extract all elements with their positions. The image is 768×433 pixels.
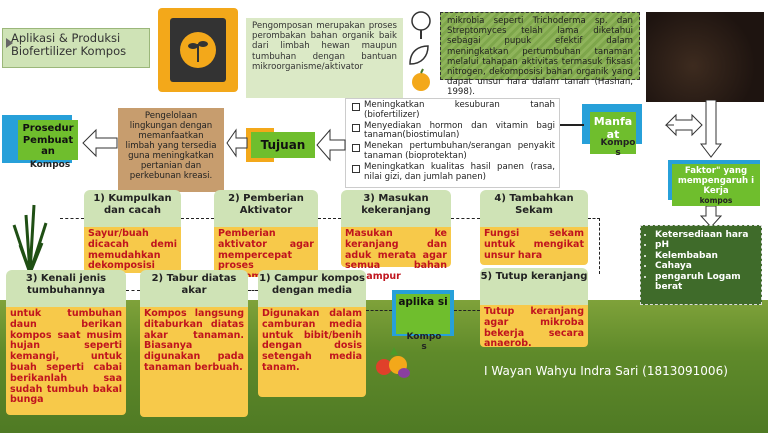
leaf-icon [409,45,429,65]
benefit-item: Meningkatkan kesuburan tanah (biofertili… [352,100,555,120]
manfaat-label: Manfa at [593,115,633,141]
faktor-sub-label: kompos [699,196,733,205]
app-step-body: Kompos langsung ditaburkan diatas akar t… [140,307,248,417]
connector-line [451,218,480,219]
manfaat-sub-label: Kompo s [600,138,636,158]
benefit-item: Meningkatkan kualitas hasil panen (rasa,… [352,161,555,182]
step-card: 2) Pemberian Aktivator Pemberian aktivat… [214,190,318,277]
prosedur-sub-label: Kompos [29,160,71,170]
app-step-body: Digunakan dalam camburan media untuk bib… [258,307,366,397]
step-body: Pemberian aktivator agar mempercepat pro… [214,227,318,277]
fruit-icon [412,68,430,91]
page-title: Aplikasi & Produksi Biofertilizer Kompos [2,28,150,68]
step-title: 3) Masukan kekeranjang [341,190,451,227]
step-title: 1) Kumpulkan dan cacah [84,190,181,227]
grass-icon [12,204,48,273]
left-arrow-icon [316,128,346,162]
connector-line [588,218,600,274]
title-arrow-icon [6,38,13,48]
faktor-list: Ketersediaan hara pH Kelembaban Cahaya p… [640,225,762,305]
step-card: 3) Masukan kekeranjang Masukan ke keranj… [341,190,451,282]
connector-line [181,218,214,219]
tree-icon [411,11,431,39]
vegetables-icon [376,347,410,378]
faktor-item: Ketersediaan hara [655,230,757,240]
prosedur-label: Prosedur Pembuat an [22,123,74,157]
app-step-card: 1) Campur kompos dengan media Digunakan … [258,270,366,397]
step-body: Masukan ke keranjang dan aduk merata aga… [341,227,451,282]
app-step-title: 3) Kenali jenis tumbuhannya [6,270,126,307]
step-title: 2) Pemberian Aktivator [214,190,318,227]
faktor-item: pengaruh Logam berat [655,272,757,293]
app-step-title: 2) Tabur diatas akar [140,270,248,307]
left-arrow-icon [82,128,118,158]
step-card: 5) Tutup keranjang Tutup keranjang agar … [480,268,588,349]
connector-line [454,310,480,311]
step-card: 1) Kumpulkan dan cacah Sayur/buah dicaca… [84,190,181,273]
author-name: I Wayan Wahyu Indra Sari (1813091006) [484,364,728,378]
double-arrow-icon [664,113,703,137]
connector-line [248,290,258,291]
faktor-item: pH [655,240,757,250]
down-arrow-icon [700,100,722,158]
aplikasi-sub-label: Kompo s [406,332,442,352]
prosedur-box: Prosedur Pembuat an [18,120,78,160]
benefit-item: Menyediakan hormon dan vitamin bagi tana… [352,120,555,141]
seed-bag-inner [170,18,226,82]
pengelolaan-box: Pengelolaan lingkungan dengan memanfaatk… [118,108,224,192]
aplikasi-label: aplika si [398,296,448,308]
faktor-item: Cahaya [655,261,757,271]
step-card: 4) Tambahkan Sekam Fungsi sekam untuk me… [480,190,588,265]
connector-line [318,218,341,219]
step-body: Fungsi sekam untuk mengikat unsur hara [480,227,588,265]
soil-image [646,12,764,102]
benefits-list: Meningkatkan kesuburan tanah (biofertili… [345,98,560,188]
faktor-label: Faktor" yang mempengaruh i Kerja [677,166,755,196]
connector-line [560,124,584,126]
connector-line [366,310,392,311]
step-body: Tutup keranjang agar mikroba bekerja sec… [480,305,588,349]
tujuan-box: Tujuan [251,132,315,158]
small-left-arrow-icon [226,128,248,158]
app-step-title: 1) Campur kompos dengan media [258,270,366,307]
manfaat-box: Manfa at [590,112,636,154]
step-title: 5) Tutup keranjang [480,268,588,305]
down-arrow-icon [700,206,722,228]
step-body: Sayur/buah dicacah demi memudahkan dekom… [84,227,181,273]
connector-line [126,290,140,291]
app-step-card: 2) Tabur diatas akar Kompos langsung dit… [140,270,248,417]
connector-line [60,218,84,219]
app-step-card: 3) Kenali jenis tumbuhannya untuk tumbuh… [6,270,126,415]
definition-box: Pengomposan merupakan proses perombakan … [246,18,403,98]
microbes-box: mikrobia seperti Trichoderma sp. dan Str… [440,12,640,97]
app-step-body: untuk tumbuhan daun berikan kompos saat … [6,307,126,415]
step-title: 4) Tambahkan Sekam [480,190,588,227]
faktor-box: Faktor" yang mempengaruh i Kerja kompos [672,164,760,206]
aplikasi-box: aplika si [396,294,450,334]
faktor-item: Kelembaban [655,251,757,261]
benefit-item: Menekan pertumbuhan/serangan penyakit ta… [352,141,555,161]
